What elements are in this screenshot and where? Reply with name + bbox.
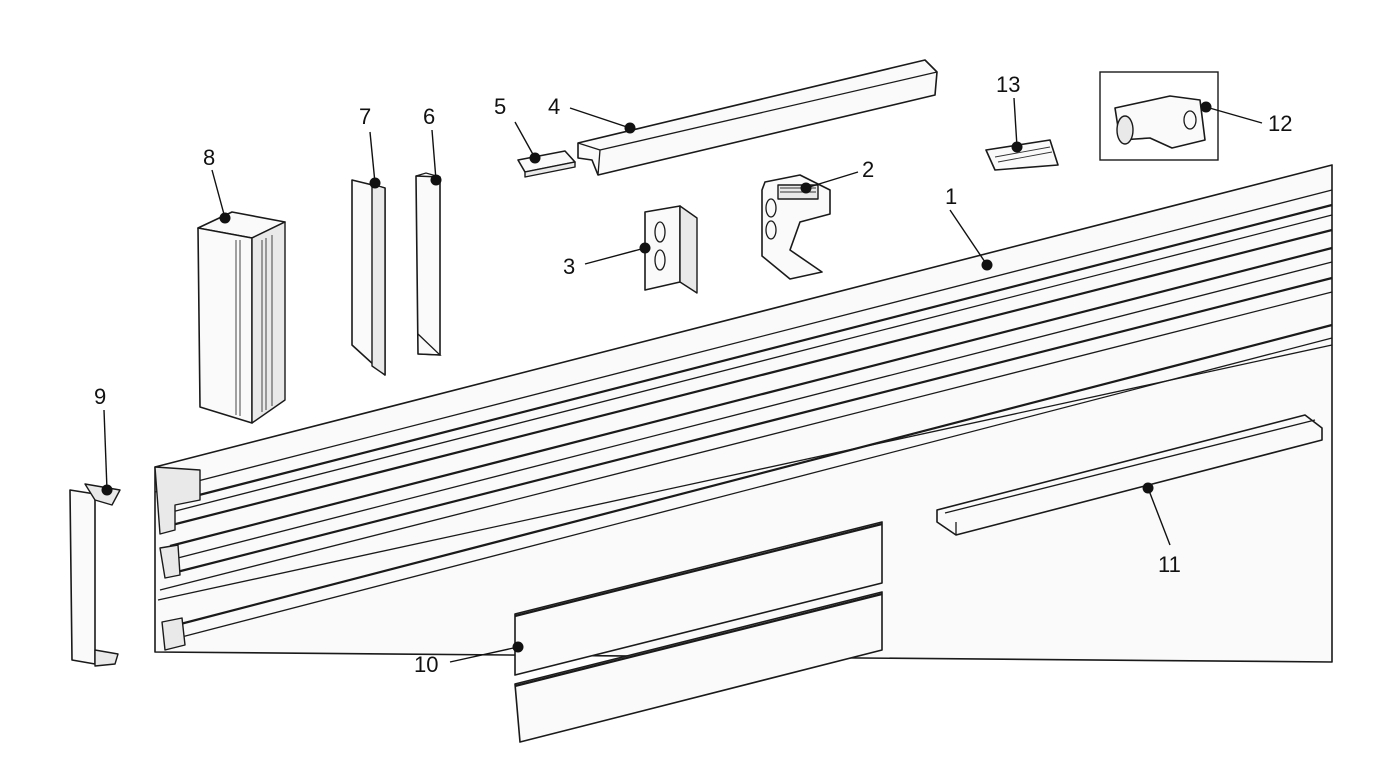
- callout-2: 2: [800, 157, 874, 194]
- callout-label-11: 11: [1158, 552, 1181, 577]
- part-1-trunking-profile: [154, 164, 1333, 663]
- callout-1: 1: [945, 184, 993, 271]
- part-3-wall-bracket: [644, 205, 698, 294]
- callout-4: 4: [548, 94, 636, 134]
- callout-5: 5: [494, 94, 541, 164]
- callout-dot-2: [800, 182, 812, 194]
- callout-dot-1: [981, 259, 993, 271]
- callout-label-12: 12: [1268, 111, 1292, 136]
- callout-dot-12: [1200, 101, 1212, 113]
- callout-label-7: 7: [359, 104, 371, 129]
- callout-label-1: 1: [945, 184, 957, 209]
- part-2-clip-bracket: [761, 174, 831, 280]
- callout-dot-8: [219, 212, 231, 224]
- part-7-end-plate-flanged: [351, 179, 386, 376]
- callout-label-9: 9: [94, 384, 106, 409]
- callout-label-3: 3: [563, 254, 575, 279]
- callout-dot-3: [639, 242, 651, 254]
- callout-label-6: 6: [423, 104, 435, 129]
- callout-12: 12: [1200, 101, 1292, 136]
- part-8-corner-box: [197, 211, 286, 424]
- callout-dot-7: [369, 177, 381, 189]
- callout-label-13: 13: [996, 72, 1020, 97]
- callout-dot-13: [1011, 141, 1023, 153]
- callout-7: 7: [359, 104, 381, 189]
- callout-label-10: 10: [414, 652, 438, 677]
- part-11-channel: [936, 414, 1323, 536]
- callout-6: 6: [423, 104, 442, 186]
- callout-label-5: 5: [494, 94, 506, 119]
- callout-dot-11: [1142, 482, 1154, 494]
- callout-label-4: 4: [548, 94, 560, 119]
- callout-dot-4: [624, 122, 636, 134]
- part-5-small-plate: [517, 150, 576, 178]
- callout-3: 3: [563, 242, 651, 279]
- part-12-hinge-detail: [1099, 71, 1219, 161]
- callout-13: 13: [996, 72, 1023, 153]
- callout-8: 8: [203, 145, 231, 224]
- callout-dot-10: [512, 641, 524, 653]
- part-6-end-plate: [415, 172, 442, 356]
- part-9-end-cap: [69, 483, 121, 667]
- part-10-cover-panels: [514, 521, 883, 743]
- callout-9: 9: [94, 384, 113, 496]
- callout-dot-5: [529, 152, 541, 164]
- callout-dot-9: [101, 484, 113, 496]
- part-13-connector: [985, 139, 1059, 171]
- part-4-cover-profile: [577, 59, 938, 176]
- callout-label-2: 2: [862, 157, 874, 182]
- callout-10: 10: [414, 641, 524, 677]
- callout-label-8: 8: [203, 145, 215, 170]
- callout-dot-6: [430, 174, 442, 186]
- callout-11: 11: [1142, 482, 1181, 577]
